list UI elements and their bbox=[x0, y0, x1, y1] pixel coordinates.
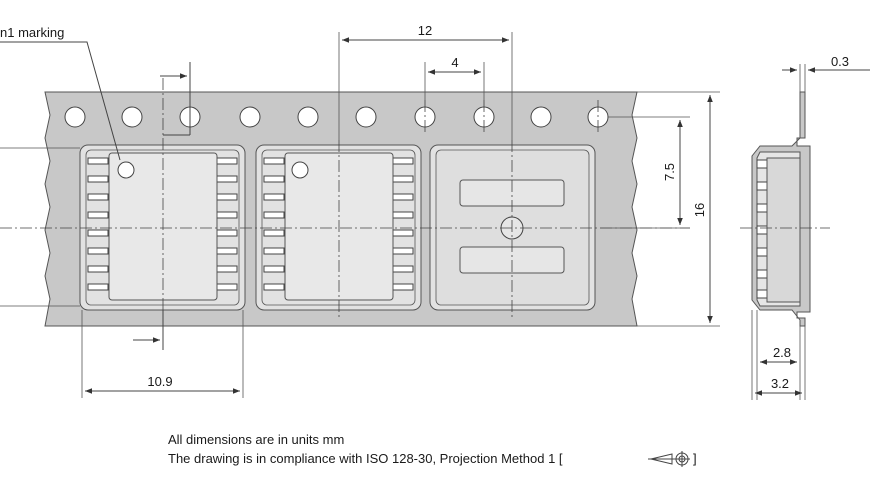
pin1-dot-2 bbox=[291, 161, 309, 179]
pocket-3-empty bbox=[429, 144, 596, 311]
dim-cavity-width: 10.9 bbox=[147, 374, 172, 389]
ic-leads-right-1 bbox=[216, 157, 238, 291]
note-units: All dimensions are in units mm bbox=[168, 432, 344, 447]
dim-hole-pitch: 4 bbox=[451, 55, 458, 70]
dim-cavity-depth: 2.8 bbox=[773, 345, 791, 360]
pin-marking-label: n1 marking bbox=[0, 25, 64, 40]
pin1-dot-1 bbox=[117, 161, 135, 179]
dim-total-depth: 3.2 bbox=[771, 376, 789, 391]
note-compliance: The drawing is in compliance with ISO 12… bbox=[168, 451, 563, 466]
side-view bbox=[751, 91, 811, 327]
dim-thickness: 0.3 bbox=[831, 54, 849, 69]
note-compliance-end: ] bbox=[693, 451, 697, 466]
dim-pocket-pitch: 12 bbox=[418, 23, 432, 38]
projection-method-icon bbox=[648, 451, 690, 467]
side-view-ic-body bbox=[766, 157, 801, 303]
pocket-1 bbox=[79, 144, 246, 311]
pocket-2 bbox=[255, 144, 422, 311]
dim-half-width: 7.5 bbox=[662, 163, 677, 181]
ic-leads-left-1 bbox=[87, 157, 109, 291]
ic-leads-left-2 bbox=[263, 157, 285, 291]
dim-tape-width: 16 bbox=[692, 203, 707, 217]
